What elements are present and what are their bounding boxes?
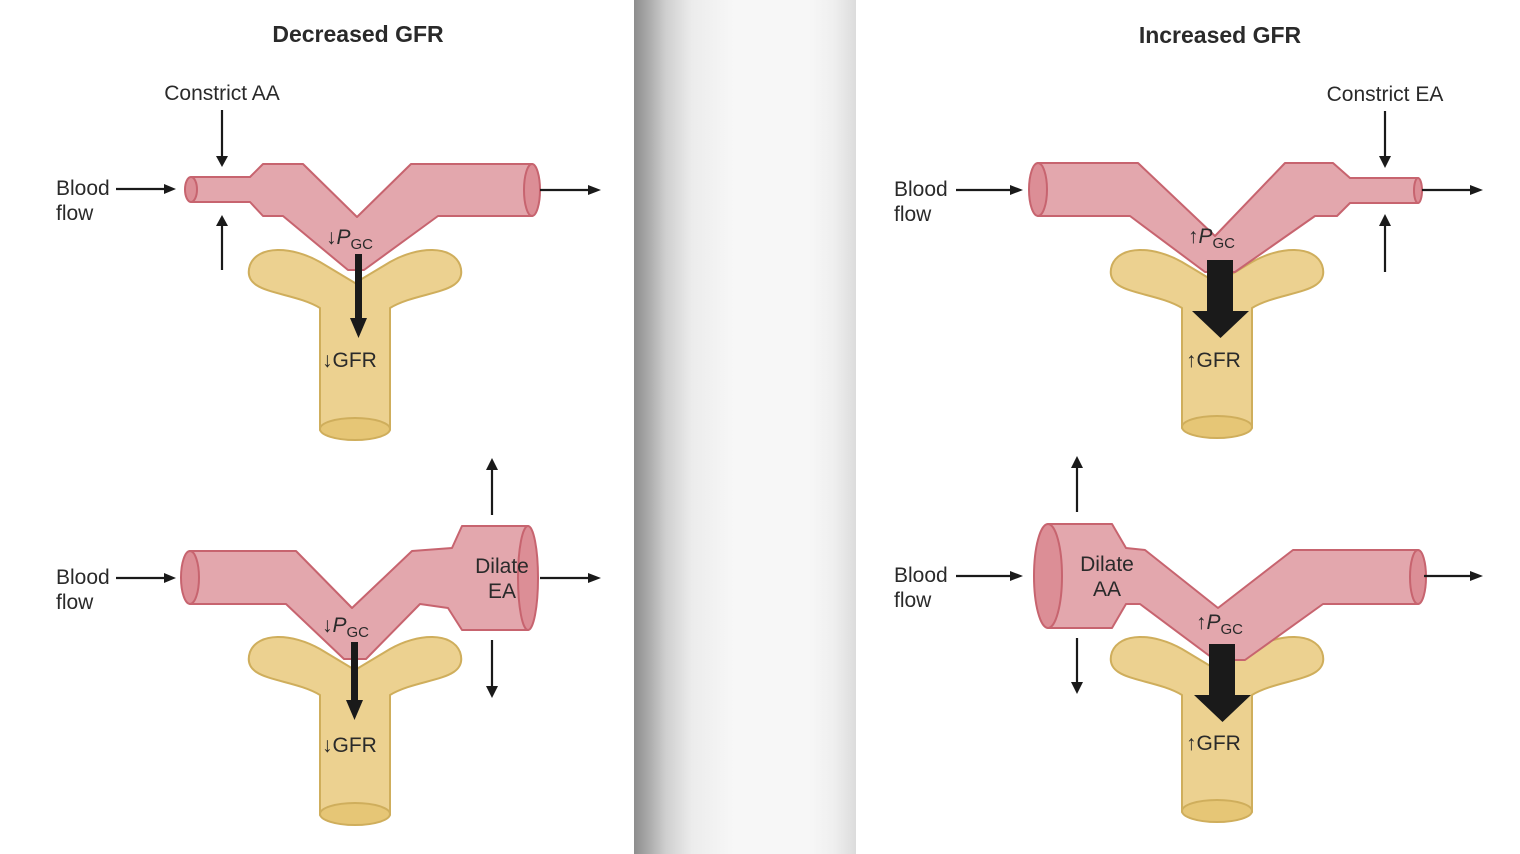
filtration-arrow-head: [350, 318, 367, 338]
dilate-ea-scenario: Blood flow Dilate EA ↓PGC ↓GFR: [56, 458, 601, 826]
filtration-arrow-head: [1192, 311, 1249, 338]
increased-gfr-diagram: Increased GFR Constrict EA Blood flow ↑P…: [894, 22, 1483, 823]
gfr-label: ↑GFR: [1186, 732, 1241, 755]
tubule-opening: [1181, 799, 1253, 823]
blood-flow-arrow-head: [1010, 185, 1023, 195]
flow-label: flow: [894, 589, 932, 612]
filtration-arrow-shaft: [1209, 644, 1235, 696]
tubule: [247, 249, 463, 431]
afferent-opening: [184, 176, 198, 203]
blood-label: Blood: [894, 178, 948, 201]
gfr-label: ↑GFR: [1186, 349, 1241, 372]
gfr-label: ↓GFR: [322, 349, 377, 372]
efferent-end: [1409, 549, 1427, 605]
panel-gap: [634, 0, 856, 854]
outflow-arrow-head: [588, 573, 601, 583]
blood-label: Blood: [894, 564, 948, 587]
tubule: [247, 636, 463, 816]
pgc-label: ↑PGC: [1188, 225, 1235, 252]
flow-label: flow: [56, 202, 94, 225]
blood-flow-arrow-head: [1010, 571, 1023, 581]
outflow-arrow-head: [1470, 185, 1483, 195]
decreased-gfr-diagram: Decreased GFR Constrict AA Blood flow ↓P…: [56, 21, 601, 826]
outflow-arrow-head: [1470, 571, 1483, 581]
constrict-arrow-up-head: [216, 215, 228, 226]
outflow-arrow-head: [588, 185, 601, 195]
dilate-arrow-down-head: [486, 686, 498, 698]
efferent-end: [523, 163, 541, 217]
tubule-opening: [1181, 415, 1253, 439]
filtration-arrow-shaft: [351, 642, 358, 704]
decreased-gfr-panel: Decreased GFR Constrict AA Blood flow ↓P…: [0, 0, 634, 854]
constrict-arrow-down-head: [216, 156, 228, 167]
increased-panel-title: Increased GFR: [1139, 22, 1302, 48]
filtration-arrow-head: [346, 700, 363, 720]
efferent-end: [517, 525, 539, 631]
constrict-arrow-up-head: [1379, 214, 1391, 226]
afferent-opening: [180, 550, 200, 605]
dilate-aa-scenario: Blood flow Dilate AA ↑PGC ↑GFR: [894, 456, 1483, 823]
dilate-ea-label-line1: Dilate: [475, 555, 529, 578]
decreased-panel-title: Decreased GFR: [272, 21, 444, 47]
dilate-aa-label-line2: AA: [1093, 578, 1121, 601]
blood-flow-arrow-head: [164, 573, 176, 583]
pgc-label: ↓PGC: [326, 226, 373, 253]
dilate-ea-label-line2: EA: [488, 580, 516, 603]
gfr-label: ↓GFR: [322, 734, 377, 757]
blood-label: Blood: [56, 177, 110, 200]
dilate-arrow-up-head: [486, 458, 498, 470]
blood-flow-arrow-head: [164, 184, 176, 194]
constricted-afferent-vessel: [190, 163, 533, 271]
constrict-ea-scenario: Constrict EA Blood flow ↑PGC ↑GFR: [894, 83, 1483, 439]
constrict-aa-label: Constrict AA: [164, 82, 280, 105]
pgc-label: ↓PGC: [322, 614, 369, 641]
dilate-arrow-down-head: [1071, 682, 1083, 694]
flow-label: flow: [894, 203, 932, 226]
dilate-arrow-up-head: [1071, 456, 1083, 468]
constrict-arrow-down-head: [1379, 156, 1391, 168]
dilated-efferent-vessel: [189, 525, 529, 660]
tubule: [1109, 249, 1325, 429]
constricted-efferent-vessel: [1037, 162, 1419, 273]
constrict-aa-scenario: Constrict AA Blood flow ↓PGC ↓GFR: [56, 82, 601, 441]
increased-gfr-panel: Increased GFR Constrict EA Blood flow ↑P…: [856, 0, 1520, 854]
filtration-arrow-shaft: [355, 254, 362, 322]
filtration-arrow-shaft: [1207, 260, 1233, 312]
tubule-opening: [319, 417, 391, 441]
tubule-opening: [319, 802, 391, 826]
efferent-end: [1413, 177, 1423, 204]
filtration-arrow-head: [1194, 695, 1251, 722]
afferent-opening: [1028, 162, 1048, 217]
dilate-aa-label-line1: Dilate: [1080, 553, 1134, 576]
afferent-opening: [1033, 523, 1063, 629]
dilated-afferent-vessel: [1047, 523, 1419, 661]
pgc-label: ↑PGC: [1196, 611, 1243, 638]
blood-label: Blood: [56, 566, 110, 589]
flow-label: flow: [56, 591, 94, 614]
constrict-ea-label: Constrict EA: [1327, 83, 1444, 106]
